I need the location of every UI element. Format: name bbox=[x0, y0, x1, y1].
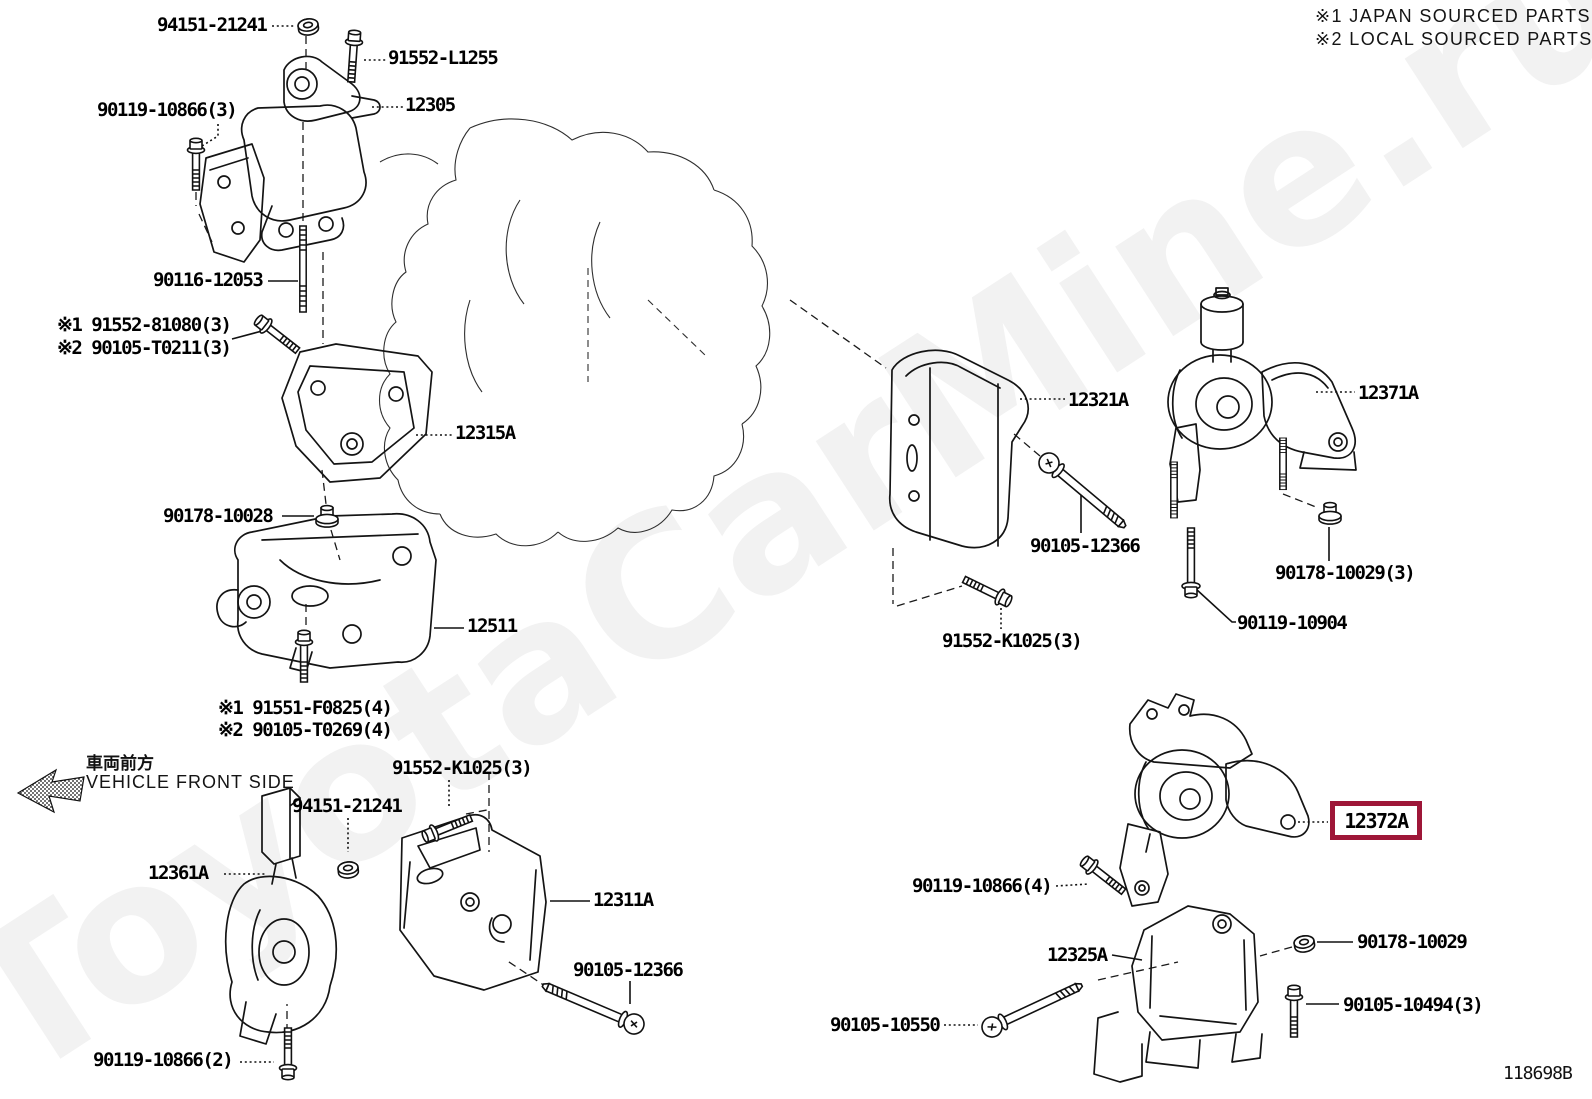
bolt-90105-12366-right bbox=[1034, 448, 1133, 536]
part-label-12325A: 12325A bbox=[1047, 944, 1108, 966]
part-12311A-drawing bbox=[399, 813, 547, 991]
part-label-12305: 12305 bbox=[405, 94, 456, 116]
nut-94151-21241-lower bbox=[336, 860, 360, 880]
engine-outline bbox=[379, 118, 771, 547]
stud-12371-left bbox=[1170, 461, 1178, 519]
part-label-90119-10904: 90119-10904 bbox=[1237, 612, 1348, 634]
part-12321A-drawing bbox=[888, 349, 1029, 549]
part-label-91552-81080: ※1 91552-81080(3) bbox=[57, 314, 232, 336]
leader-lines-solid bbox=[231, 280, 1353, 1005]
part-label-91551-F0825: ※1 91551-F0825(4) bbox=[218, 697, 393, 719]
vehicle-front-arrow-icon bbox=[16, 768, 85, 814]
stud-90116-12053 bbox=[299, 225, 307, 313]
nut-90178-10029-3 bbox=[1318, 501, 1342, 525]
part-label-91552-K1025-right: 91552-K1025(3) bbox=[942, 630, 1083, 652]
part-12315A-drawing bbox=[281, 343, 433, 483]
bolt-90119-10866-3 bbox=[186, 137, 206, 191]
bolt-90119-10904 bbox=[1181, 527, 1201, 599]
nut-94151-21241-top bbox=[296, 16, 321, 38]
note-japan-sourced-parts: ※1 JAPAN SOURCED PARTS bbox=[1315, 6, 1591, 26]
bolt-91552-81080 bbox=[250, 311, 304, 359]
part-12305-drawing bbox=[199, 55, 381, 263]
part-label-90105-10494: 90105-10494(3) bbox=[1343, 994, 1484, 1016]
part-label-90105-12366-left: 90105-12366 bbox=[573, 959, 684, 981]
leader-lines-dotted bbox=[201, 25, 1355, 1063]
part-12371A-drawing bbox=[1167, 287, 1357, 503]
part-label-90116-12053: 90116-12053 bbox=[153, 269, 264, 291]
bolt-90119-10866-2 bbox=[278, 1027, 298, 1081]
part-label-90105-10550: 90105-10550 bbox=[830, 1014, 941, 1036]
part-label-94151-21241-top: 94151-21241 bbox=[157, 14, 268, 36]
part-label-94151-21241-lower: 94151-21241 bbox=[292, 795, 403, 817]
part-label-91552-L1255: 91552-L1255 bbox=[388, 47, 499, 69]
part-label-90119-10866-3: 90119-10866(3) bbox=[97, 99, 238, 121]
part-label-12311A: 12311A bbox=[593, 889, 654, 911]
assembly-dashed-lines bbox=[195, 36, 1317, 1032]
bolt-91552-K1025-right bbox=[959, 571, 1016, 611]
part-label-90178-10028: 90178-10028 bbox=[163, 505, 274, 527]
part-label-90105-12366-right: 90105-12366 bbox=[1030, 535, 1141, 557]
part-label-90105-T0211: ※2 90105-T0211(3) bbox=[57, 337, 232, 359]
part-label-90178-10029-3: 90178-10029(3) bbox=[1275, 562, 1416, 584]
part-label-91552-K1025-left: 91552-K1025(3) bbox=[392, 757, 533, 779]
part-label-12361A: 12361A bbox=[148, 862, 209, 884]
part-label-90105-T0269: ※2 90105-T0269(4) bbox=[218, 719, 393, 741]
stud-12371-right bbox=[1279, 437, 1287, 491]
part-label-12371A: 12371A bbox=[1358, 382, 1419, 404]
nut-90178-10028 bbox=[315, 504, 339, 528]
part-12511-drawing bbox=[216, 513, 437, 673]
direction-label-en: VEHICLE FRONT SIDE bbox=[86, 772, 295, 792]
part-drawings bbox=[199, 55, 1357, 1083]
bolt-90105-10550 bbox=[977, 975, 1087, 1042]
part-label-90178-10029: 90178-10029 bbox=[1357, 931, 1468, 953]
bolt-90105-10494 bbox=[1284, 984, 1304, 1038]
nut-90178-10029 bbox=[1292, 933, 1317, 955]
part-label-12372A-highlighted: 12372A bbox=[1344, 808, 1409, 833]
part-label-90119-10866-4: 90119-10866(4) bbox=[912, 875, 1053, 897]
part-label-12315A: 12315A bbox=[455, 422, 516, 444]
direction-label-jp: 車両前方 bbox=[86, 754, 154, 774]
part-12325A-drawing bbox=[1093, 905, 1263, 1083]
part-12361A-drawing bbox=[224, 787, 337, 1045]
part-12372A-drawing bbox=[1119, 693, 1310, 907]
note-local-sourced-parts: ※2 LOCAL SOURCED PARTS bbox=[1315, 29, 1592, 49]
part-label-12511: 12511 bbox=[467, 615, 518, 637]
part-label-90119-10866-2: 90119-10866(2) bbox=[93, 1049, 234, 1071]
drawing-number: 118698B bbox=[1503, 1063, 1573, 1084]
part-label-12321A: 12321A bbox=[1068, 389, 1129, 411]
bolt-90105-12366-left bbox=[538, 975, 648, 1038]
highlight-box: 12372A bbox=[1330, 801, 1422, 840]
bolt-91552-L1255 bbox=[341, 28, 365, 84]
